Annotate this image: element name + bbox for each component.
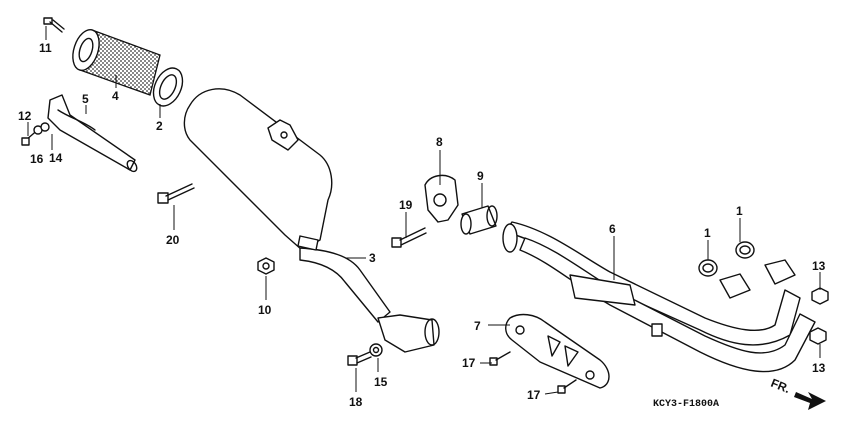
bolt-11 (43, 17, 65, 33)
clamp-8 (424, 174, 459, 223)
callout-17a: 17 (462, 356, 476, 370)
callout-5: 5 (82, 92, 89, 106)
callout-13a: 13 (812, 259, 826, 273)
muffler-3 (183, 88, 440, 353)
bolt-18 (347, 351, 372, 366)
gasket-1a (698, 259, 718, 277)
heat-shield-7 (505, 313, 610, 389)
exhaust-pipe-6 (502, 221, 816, 373)
callout-18: 18 (349, 395, 363, 409)
callout-labels: 11 4 2 5 12 16 14 20 10 3 8 19 9 6 1 1 1… (18, 41, 826, 409)
front-direction-indicator: FR. (769, 376, 826, 410)
callout-16: 16 (30, 152, 44, 166)
bolt-17b (557, 379, 577, 394)
callout-19: 19 (399, 198, 413, 212)
gasket-1b (735, 241, 755, 259)
washer-14 (40, 122, 50, 132)
callout-8: 8 (436, 135, 443, 149)
bolt-20 (157, 183, 195, 204)
tailpipe-5 (47, 94, 138, 173)
callout-17b: 17 (527, 388, 541, 402)
callout-10: 10 (258, 303, 272, 317)
bolt-19 (391, 227, 427, 248)
front-arrow-icon (794, 392, 826, 410)
callout-15: 15 (374, 375, 388, 389)
callout-7: 7 (474, 319, 481, 333)
callout-9: 9 (477, 169, 484, 183)
diagram-code: KCY3-F1800A (653, 399, 719, 410)
callout-2: 2 (156, 119, 163, 133)
bolt-17a (489, 351, 511, 366)
sleeve-9 (460, 205, 498, 235)
nut-13b (809, 327, 827, 345)
washer-15 (369, 343, 383, 357)
direction-label: FR. (769, 376, 792, 396)
callout-11: 11 (39, 41, 52, 55)
leader-lines (27, 26, 821, 395)
callout-1a: 1 (704, 226, 711, 240)
nut-13a (811, 287, 829, 305)
callout-13b: 13 (812, 361, 826, 375)
callout-3: 3 (369, 251, 376, 265)
callout-1b: 1 (736, 204, 743, 218)
nut-10 (257, 257, 275, 275)
callout-6: 6 (609, 222, 616, 236)
callout-20: 20 (166, 233, 180, 247)
callout-14: 14 (49, 151, 63, 165)
grip-tube-4 (72, 28, 161, 96)
callout-4: 4 (112, 89, 119, 103)
callout-12: 12 (18, 109, 32, 123)
